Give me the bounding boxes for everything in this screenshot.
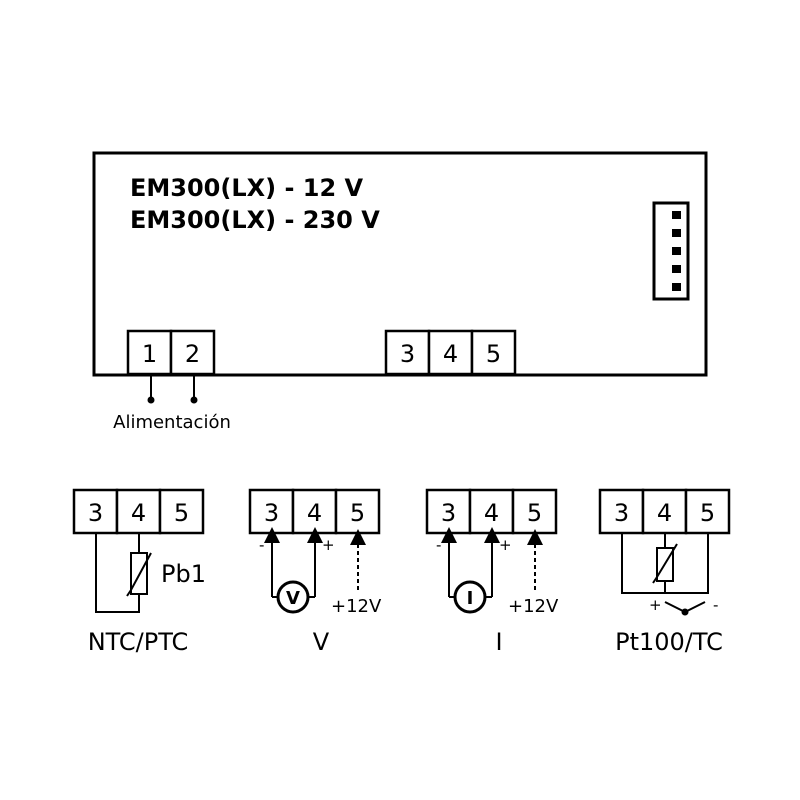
plus-sign: + xyxy=(649,596,662,614)
terminal-5 xyxy=(684,488,731,535)
terminal-4-label: 4 xyxy=(443,340,458,368)
power-supply-label: Alimentación xyxy=(113,412,231,433)
supply-label: +12V xyxy=(508,596,559,617)
supply-label: +12V xyxy=(331,596,382,617)
terminal-2-label: 2 xyxy=(185,340,200,368)
power-terminal-block: 1 2 xyxy=(126,329,216,376)
diagram-caption: Pt100/TC xyxy=(615,628,723,656)
terminal-3 xyxy=(425,488,472,535)
terminal-3 xyxy=(72,488,119,535)
ammeter-icon: I xyxy=(453,580,487,614)
thermistor-icon xyxy=(126,552,152,597)
terminal-3 xyxy=(598,488,645,535)
minus-sign: - xyxy=(436,536,441,554)
terminal-1-label: 1 xyxy=(142,340,157,368)
diagram-voltage: 3 4 5 V - + +12V V xyxy=(248,488,382,656)
diagram-caption: V xyxy=(313,628,330,656)
pt100-sensor-icon xyxy=(652,543,678,584)
terminal-4-label: 4 xyxy=(307,499,322,527)
terminal-1 xyxy=(126,329,173,376)
diagram-current: 3 4 5 I - + +12V I xyxy=(425,488,559,656)
terminal-3-label: 3 xyxy=(441,499,456,527)
terminal-5-label: 5 xyxy=(174,499,189,527)
power-leads xyxy=(147,375,198,404)
terminal-5 xyxy=(158,488,205,535)
terminal-3-label: 3 xyxy=(400,340,415,368)
voltmeter-icon: V xyxy=(276,580,310,614)
terminal-5 xyxy=(470,329,517,376)
diagram-caption: NTC/PTC xyxy=(88,628,189,656)
terminal-5-label: 5 xyxy=(350,499,365,527)
diagram-pt100-tc: 3 4 5 + - Pt100/TC xyxy=(598,488,731,656)
minus-sign: - xyxy=(259,536,264,554)
terminal-4-label: 4 xyxy=(657,499,672,527)
terminal-4-label: 4 xyxy=(131,499,146,527)
controller-unit: EM300(LX) - 12 V EM300(LX) - 230 V 1 2 3… xyxy=(92,151,708,433)
model-title-230v: EM300(LX) - 230 V xyxy=(130,206,380,234)
terminal-5 xyxy=(334,488,381,535)
terminal-5-label: 5 xyxy=(527,499,542,527)
terminal-5-label: 5 xyxy=(700,499,715,527)
terminal-3-label: 3 xyxy=(614,499,629,527)
diagram-ntc-ptc: 3 4 5 Pb1 NTC/PTC xyxy=(72,488,206,656)
plus-sign: + xyxy=(322,536,335,554)
side-connector-icon xyxy=(652,201,690,301)
terminal-2 xyxy=(169,329,216,376)
input-terminal-block: 3 4 5 xyxy=(384,329,517,376)
terminal-5 xyxy=(511,488,558,535)
svg-text:V: V xyxy=(286,588,300,609)
terminal-5-label: 5 xyxy=(486,340,501,368)
terminal-3 xyxy=(248,488,295,535)
probe-label: Pb1 xyxy=(161,560,206,588)
terminal-4 xyxy=(427,329,474,376)
terminal-3-label: 3 xyxy=(88,499,103,527)
terminal-4-label: 4 xyxy=(484,499,499,527)
thermocouple-junction-icon xyxy=(664,601,706,616)
model-title-12v: EM300(LX) - 12 V xyxy=(130,174,364,202)
plus-sign: + xyxy=(499,536,512,554)
minus-sign: - xyxy=(713,596,718,614)
diagram-caption: I xyxy=(495,628,502,656)
svg-text:I: I xyxy=(467,588,474,609)
terminal-3-label: 3 xyxy=(264,499,279,527)
